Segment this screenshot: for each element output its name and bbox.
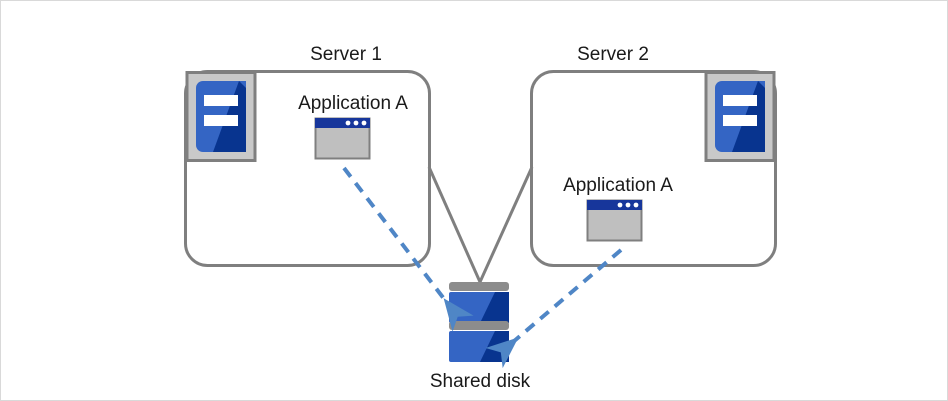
server-2-title: Server 2 [577, 44, 649, 65]
server-icon-bar-bottom [204, 115, 238, 126]
server-icon [185, 71, 257, 162]
server-icon-corner-notch [239, 81, 246, 88]
disk-band-top [449, 282, 509, 291]
server-icon-bar-bottom [723, 115, 757, 126]
server-icon-corner-notch [758, 81, 765, 88]
server-icon [704, 71, 776, 162]
window-dot-1 [345, 120, 351, 126]
application-window-icon [586, 199, 643, 242]
server-icon-bar-top [723, 95, 757, 106]
server-2-container[interactable]: Server 2 Application A [530, 44, 777, 267]
server-icon-bar-top [204, 95, 238, 106]
server-1-title: Server 1 [310, 44, 382, 65]
window-dot-2 [625, 202, 631, 208]
server-2-application-label: Application A [563, 175, 673, 196]
connector-server-1-to-disk [427, 166, 482, 283]
shared-disk-icon [449, 282, 509, 362]
server-1-application-label: Application A [298, 93, 408, 114]
window-dot-3 [361, 120, 367, 126]
shared-disk-label: Shared disk [430, 371, 531, 392]
connector-server-2-to-disk [478, 166, 534, 283]
window-dot-2 [353, 120, 359, 126]
disk-platter-top-dark [480, 292, 509, 323]
window-dot-3 [633, 202, 639, 208]
server-1-container[interactable]: Server 1 Application A [184, 44, 431, 267]
application-window-icon [314, 117, 371, 160]
application-window-titlebar [587, 200, 642, 210]
access-arrow-server-2 [485, 248, 623, 369]
access-arrow-server-1 [342, 166, 474, 332]
disk-band-bottom [449, 321, 509, 330]
window-dot-1 [617, 202, 623, 208]
application-window-titlebar [315, 118, 370, 128]
